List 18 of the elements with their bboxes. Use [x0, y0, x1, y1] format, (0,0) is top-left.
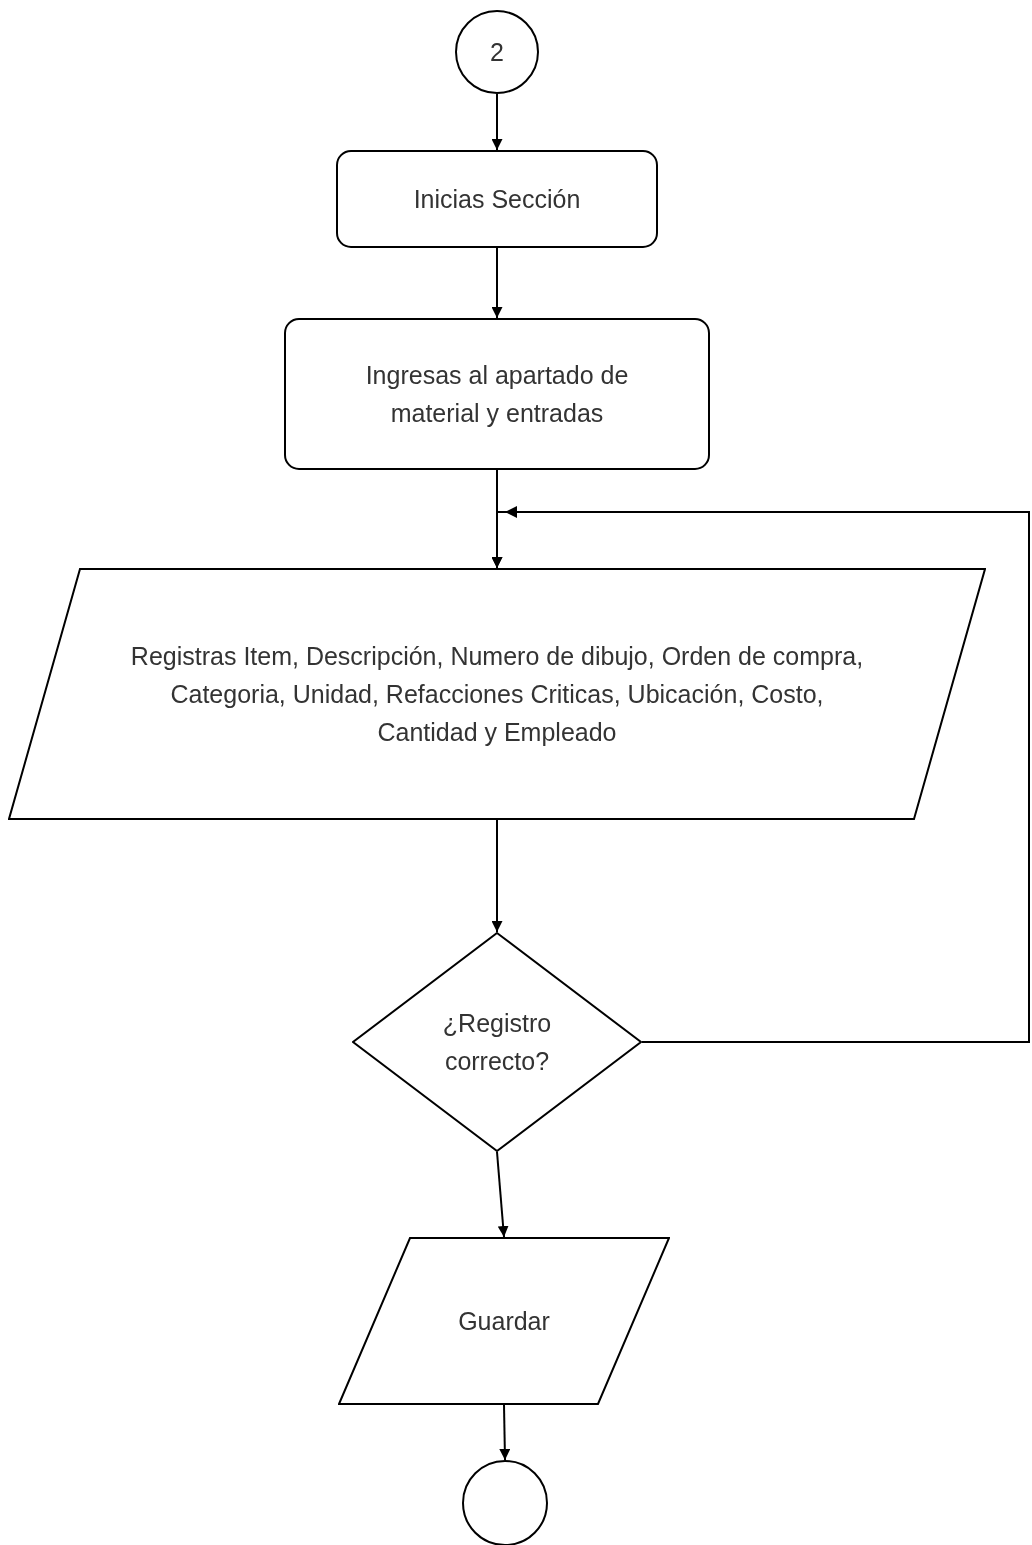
arrow [491, 247, 503, 319]
node-label: Guardar [458, 1306, 550, 1337]
arrow [496, 1151, 509, 1238]
input-parallelogram [338, 1237, 670, 1405]
arrow [491, 819, 503, 933]
arrow [491, 506, 1030, 1043]
node-label: ¿Registro correcto? [441, 1008, 553, 1077]
arrow [491, 93, 503, 151]
connector-circle [455, 10, 539, 94]
arrow [499, 1404, 511, 1461]
node-label: Ingresas al apartado de material y entradas [364, 360, 630, 429]
decision-diamond [352, 932, 642, 1152]
node-label: 2 [490, 37, 504, 68]
input-parallelogram [8, 568, 986, 820]
node-label: Registras Item, Descripción, Numero de dibujo, Orden de compra, Categoria, Unidad, Refacciones Criticas, Ubicación, Costo, Cantidad y Empleado [129, 641, 865, 748]
process-box [336, 150, 658, 248]
process-box [284, 318, 710, 470]
node-label: Inicias Sección [413, 184, 581, 215]
